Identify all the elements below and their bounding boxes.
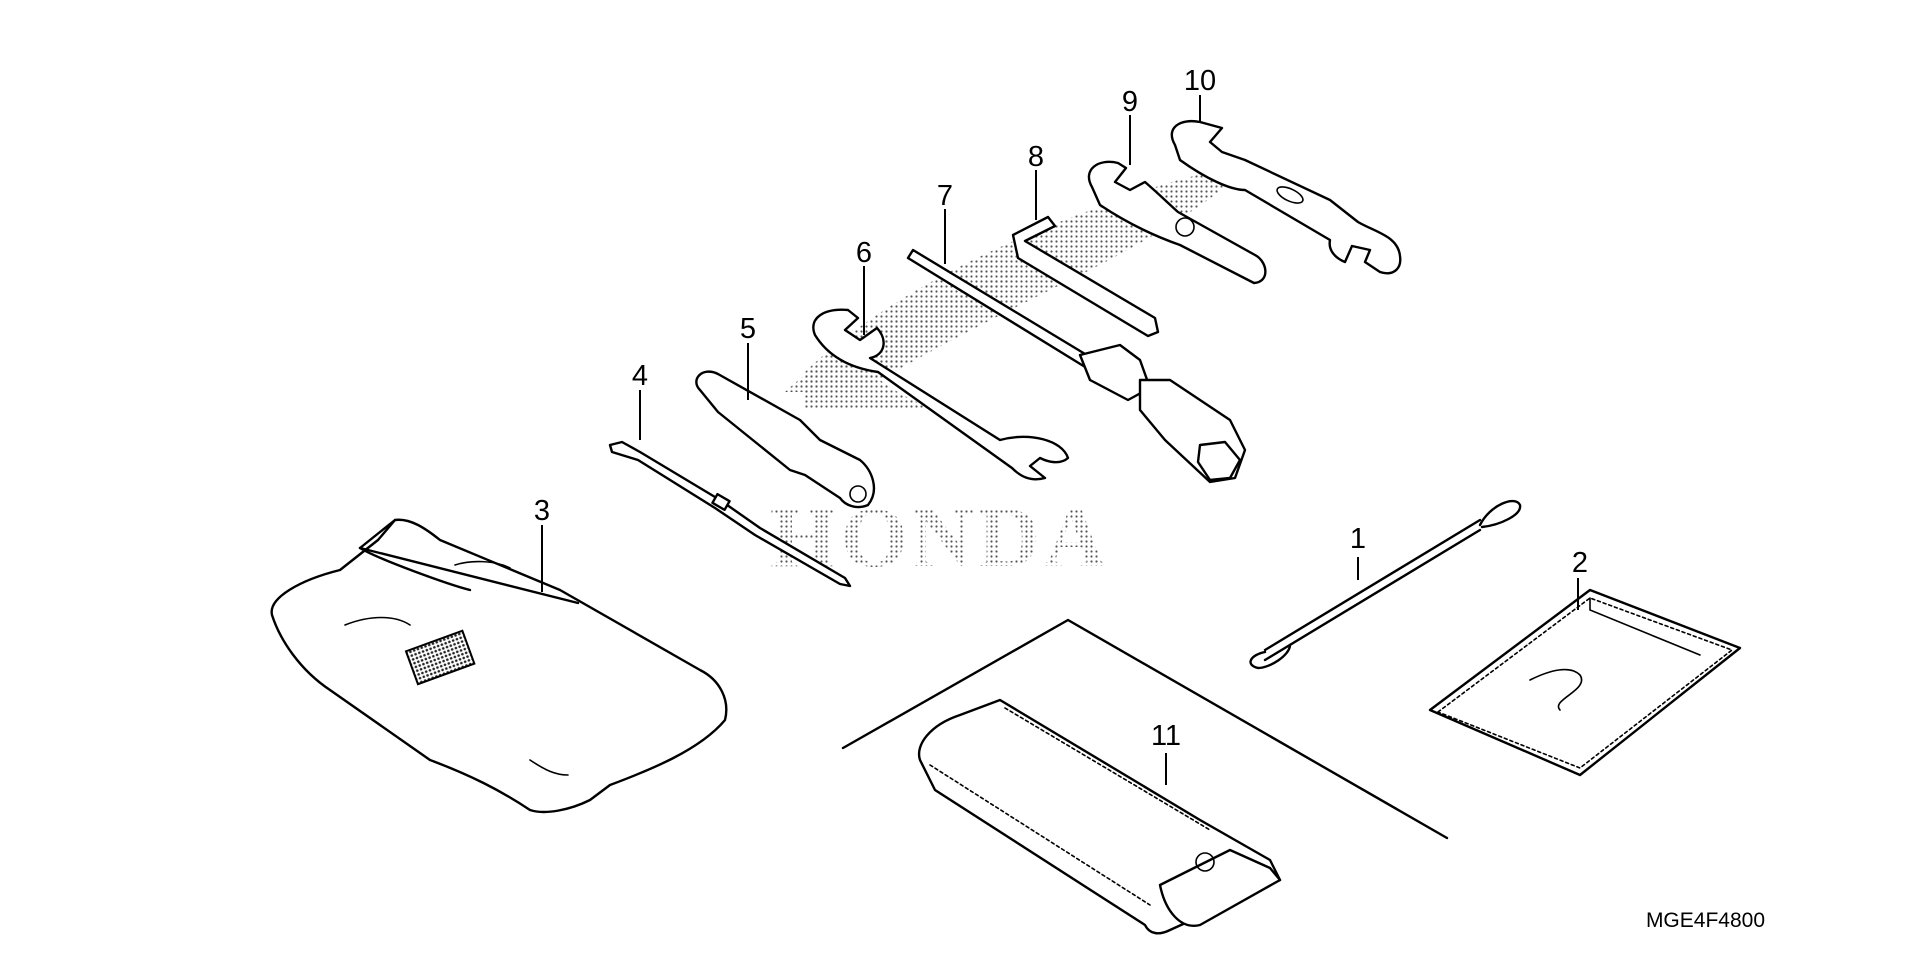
callout-6: 6	[856, 237, 872, 269]
honda-wing-watermark	[785, 165, 1250, 410]
callout-3: 3	[534, 495, 550, 527]
wrench-6	[812, 308, 1070, 481]
callout-2: 2	[1572, 547, 1588, 579]
tool-bag-3	[270, 518, 728, 814]
callout-11: 11	[1151, 720, 1181, 752]
callout-7: 7	[937, 180, 953, 212]
strap-1	[1249, 499, 1522, 670]
callout-1: 1	[1350, 523, 1366, 555]
screwdriver-4	[608, 440, 852, 588]
socket-wrench-7	[906, 248, 1247, 484]
callout-10: 10	[1184, 65, 1216, 97]
pouch-2	[1428, 588, 1742, 777]
callout-8: 8	[1028, 141, 1044, 173]
callout-5: 5	[740, 313, 756, 345]
drawing-code: MGE4F4800	[1646, 909, 1765, 932]
envelope-11	[917, 698, 1282, 935]
screwdriver-handle-5	[695, 370, 876, 509]
callout-4: 4	[632, 360, 648, 392]
wrench-10	[1170, 119, 1402, 275]
callout-9: 9	[1122, 86, 1138, 118]
wrench-9	[1087, 160, 1267, 285]
background-panel-line	[841, 618, 1449, 840]
hex-key-8	[1011, 215, 1160, 338]
